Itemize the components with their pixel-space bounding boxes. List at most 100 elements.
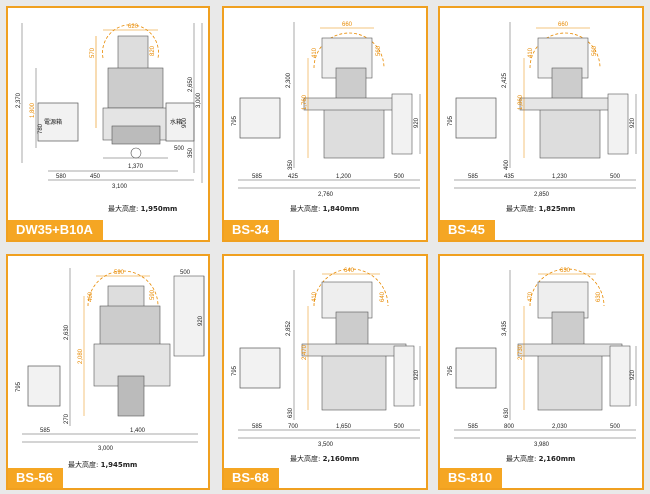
layout-drawing: 660 410 560 2,300 1,760 795 920 350 585 …: [232, 22, 421, 198]
dim-bottom-total: 3,100: [112, 184, 128, 190]
dim-top-right: 630: [596, 291, 602, 302]
max-height: 最大高度: 1,945mm: [68, 460, 137, 470]
dim-left-box: 795: [448, 365, 454, 376]
dim-bottom-c: 1,650: [336, 424, 352, 430]
dim-left-inner: 1,860: [518, 94, 524, 110]
dim-bottom-c: 1,200: [336, 174, 352, 180]
dim-bottom-total: 3,000: [98, 446, 114, 452]
max-height: 最大高度: 1,825mm: [506, 204, 575, 214]
dim-bottom-a: 585: [468, 174, 479, 180]
dim-right-box: 920: [414, 117, 420, 128]
dim-left-box: 795: [16, 381, 22, 392]
dim-top-left: 460: [88, 291, 94, 302]
model-banner: BS-68: [224, 468, 279, 488]
dim-low: 400: [504, 159, 510, 170]
dim-left-total: 2,370: [16, 92, 22, 108]
max-height-value: 1,840mm: [322, 205, 360, 213]
dim-bottom-d: 500: [394, 424, 405, 430]
dim-left-inner: 1,800: [30, 102, 36, 118]
max-height-label: 最大高度:: [290, 455, 321, 463]
dim-left-inner: 2,470: [302, 344, 308, 360]
box-right-label: 水箱: [170, 118, 182, 126]
panel-bs-810: 630 470 630 3,435 2,730 795 920 630 585 …: [438, 254, 644, 490]
dim-left-total: 3,435: [502, 320, 508, 336]
layout-drawing: 630 470 630 3,435 2,730 795 920 630 585 …: [448, 268, 637, 448]
dim-top-right: 590: [150, 289, 156, 300]
max-height-value: 2,160mm: [538, 455, 576, 463]
dim-bottom-a: 585: [468, 424, 479, 430]
dim-top-width: 660: [342, 22, 353, 28]
dim-top-width: 660: [558, 22, 569, 28]
max-height-value: 2,160mm: [322, 455, 360, 463]
layout-drawing: 620 570 820 2,370 1,800 780 3,000 2,650 …: [16, 23, 203, 190]
dim-bottom-b: 1,400: [130, 428, 146, 434]
dim-right-box: 920: [414, 369, 420, 380]
dim-left-box: 795: [448, 115, 454, 126]
max-height-value: 1,950mm: [140, 205, 178, 213]
dim-top-width: 590: [114, 270, 125, 276]
dim-top-right: 560: [376, 45, 382, 56]
dim-top-inner: 570: [90, 47, 96, 58]
dim-bottom-total: 3,500: [318, 442, 334, 448]
dim-left-total: 2,852: [286, 320, 292, 336]
max-height-label: 最大高度:: [68, 461, 99, 469]
dim-bottom-d: 500: [610, 424, 621, 430]
dim-right-box-width: 500: [180, 270, 191, 276]
dim-low: 630: [288, 407, 294, 418]
max-height-value: 1,945mm: [100, 461, 138, 469]
dim-right-inner: 2,650: [188, 76, 194, 92]
panel-bs-68: 640 410 640 2,852 2,470 795 920 630 585 …: [222, 254, 428, 490]
model-banner: BS-810: [440, 468, 503, 488]
dim-bottom-b: 450: [90, 174, 101, 180]
dim-bottom-b: 700: [288, 424, 299, 430]
max-height-label: 最大高度:: [108, 205, 139, 213]
dim-top-height: 820: [150, 45, 156, 56]
model-banner: BS-45: [440, 220, 495, 240]
dim-right-box: 920: [198, 315, 204, 326]
dim-top-width: 620: [128, 24, 139, 30]
dim-left-inner: 1,760: [302, 94, 308, 110]
dim-top-width: 640: [344, 268, 355, 274]
dim-low: 350: [288, 159, 294, 170]
dim-left-total: 2,425: [502, 72, 508, 88]
panel-dw35-b10a: 620 570 820 2,370 1,800 780 3,000 2,650 …: [6, 6, 210, 242]
dim-left-total: 2,630: [64, 324, 70, 340]
dim-top-right: 560: [592, 45, 598, 56]
dim-bottom-c: 2,030: [552, 424, 568, 430]
dim-right-box: 920: [630, 369, 636, 380]
dim-left-box: 795: [232, 365, 238, 376]
dim-top-width: 630: [560, 268, 571, 274]
dim-bottom-d: 500: [394, 174, 405, 180]
dim-top-left: 410: [312, 47, 318, 58]
model-banner: DW35+B10A: [8, 220, 103, 240]
dim-low: 630: [504, 407, 510, 418]
model-banner: BS-56: [8, 468, 63, 488]
panel-bs-45: 660 410 560 2,425 1,860 795 920 400 585 …: [438, 6, 644, 242]
dim-bottom-b: 425: [288, 174, 299, 180]
dim-bottom-a: 585: [252, 424, 263, 430]
dim-bottom-d: 500: [610, 174, 621, 180]
max-height: 最大高度: 1,840mm: [290, 204, 359, 214]
max-height-label: 最大高度:: [506, 455, 537, 463]
dim-top-left: 470: [528, 291, 534, 302]
layout-drawing: 660 410 560 2,425 1,860 795 920 400 585 …: [448, 22, 637, 198]
max-height-value: 1,825mm: [538, 205, 576, 213]
dim-bottom-c: 1,230: [552, 174, 568, 180]
dim-bottom-c: 1,370: [128, 164, 144, 170]
box-left-label: 電源箱: [44, 118, 62, 126]
dim-bottom-total: 3,980: [534, 442, 550, 448]
dim-left-box: 795: [232, 115, 238, 126]
layout-drawing: 590 460 590 2,630 2,080 795 920 500 270 …: [16, 268, 205, 452]
model-banner: BS-34: [224, 220, 279, 240]
max-height: 最大高度: 1,950mm: [108, 204, 177, 214]
panel-bs-34: 660 410 560 2,300 1,760 795 920 350 585 …: [222, 6, 428, 242]
max-height: 最大高度: 2,160mm: [506, 454, 575, 464]
dim-bottom-b: 800: [504, 424, 515, 430]
max-height: 最大高度: 2,160mm: [290, 454, 359, 464]
dim-top-right: 640: [380, 291, 386, 302]
layout-drawing: 640 410 640 2,852 2,470 795 920 630 585 …: [232, 268, 421, 448]
dim-left-inner: 2,730: [518, 344, 524, 360]
max-height-label: 最大高度:: [290, 205, 321, 213]
panel-bs-56: 590 460 590 2,630 2,080 795 920 500 270 …: [6, 254, 210, 490]
dim-bottom-a: 585: [252, 174, 263, 180]
